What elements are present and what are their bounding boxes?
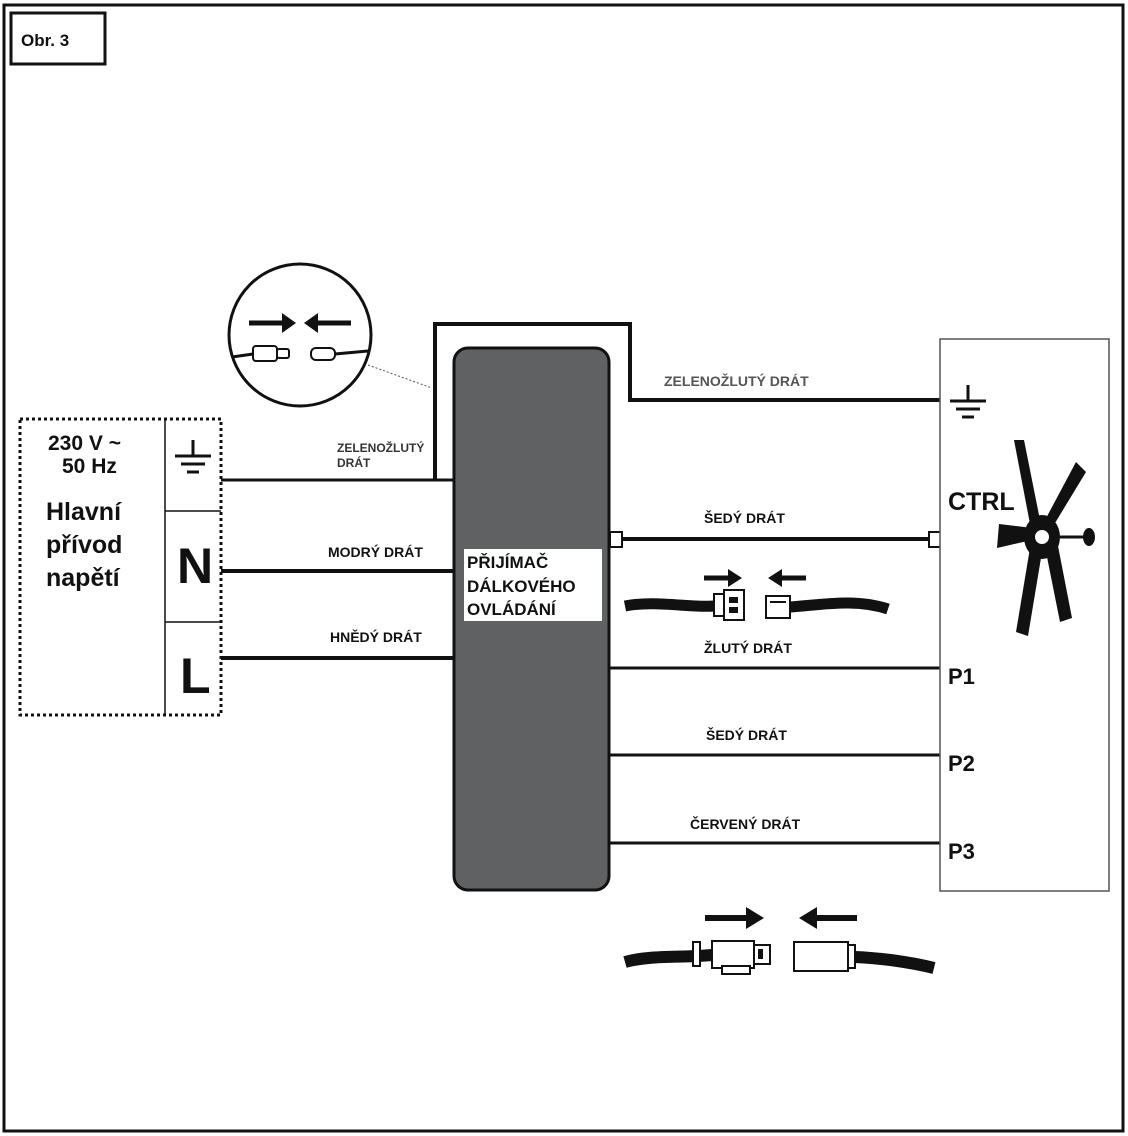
fan-p3-label: P3 bbox=[948, 839, 975, 864]
connector-magnifier bbox=[227, 262, 433, 408]
fan-p1-label: P1 bbox=[948, 664, 975, 689]
label-left-earth-line1: ZELENOŽLUTÝ bbox=[337, 440, 424, 455]
ctrl-terminal-left bbox=[609, 531, 623, 548]
figure-label: Obr. 3 bbox=[21, 31, 69, 50]
terminal-n: N bbox=[177, 538, 213, 594]
supply-title-line1: Hlavní bbox=[46, 498, 122, 526]
terminal-l: L bbox=[180, 648, 211, 704]
connector-pair-large bbox=[623, 907, 936, 975]
supply-voltage: 230 V ~ bbox=[48, 432, 121, 455]
wire-earth-bridge bbox=[433, 322, 948, 480]
label-right-ctrl: ŠEDÝ DRÁT bbox=[704, 509, 785, 526]
connector-pair-small bbox=[623, 569, 890, 621]
label-left-blue: MODRÝ DRÁT bbox=[328, 543, 423, 560]
ctrl-terminal-right bbox=[928, 531, 942, 548]
ceiling-fan-icon bbox=[997, 440, 1095, 636]
supply-frequency: 50 Hz bbox=[62, 455, 117, 478]
fan-p2-label: P2 bbox=[948, 751, 975, 776]
supply-title-line2: přívod bbox=[46, 531, 122, 559]
receiver-line3: OVLÁDÁNÍ bbox=[467, 600, 557, 619]
receiver-line2: DÁLKOVÉHO bbox=[467, 577, 576, 596]
receiver-label-bg bbox=[464, 549, 602, 621]
figure-label-box bbox=[9, 11, 107, 66]
label-left-brown: HNĚDÝ DRÁT bbox=[330, 628, 422, 645]
label-right-p2: ŠEDÝ DRÁT bbox=[706, 726, 787, 743]
fan-ctrl-label: CTRL bbox=[948, 488, 1015, 516]
label-right-p3: ČERVENÝ DRÁT bbox=[690, 815, 801, 832]
label-left-earth-line2: DRÁT bbox=[337, 455, 371, 470]
figure-frame bbox=[2, 3, 1125, 1133]
supply-earth-icon bbox=[175, 440, 211, 474]
label-right-p1: ŽLUTÝ DRÁT bbox=[704, 639, 792, 656]
supply-title-line3: napětí bbox=[46, 564, 121, 592]
label-right-earth: ZELENOŽLUTÝ DRÁT bbox=[664, 372, 809, 389]
supply-box bbox=[18, 417, 223, 717]
fan-earth-icon bbox=[950, 385, 986, 419]
receiver-line1: PŘIJÍMAČ bbox=[467, 553, 548, 572]
